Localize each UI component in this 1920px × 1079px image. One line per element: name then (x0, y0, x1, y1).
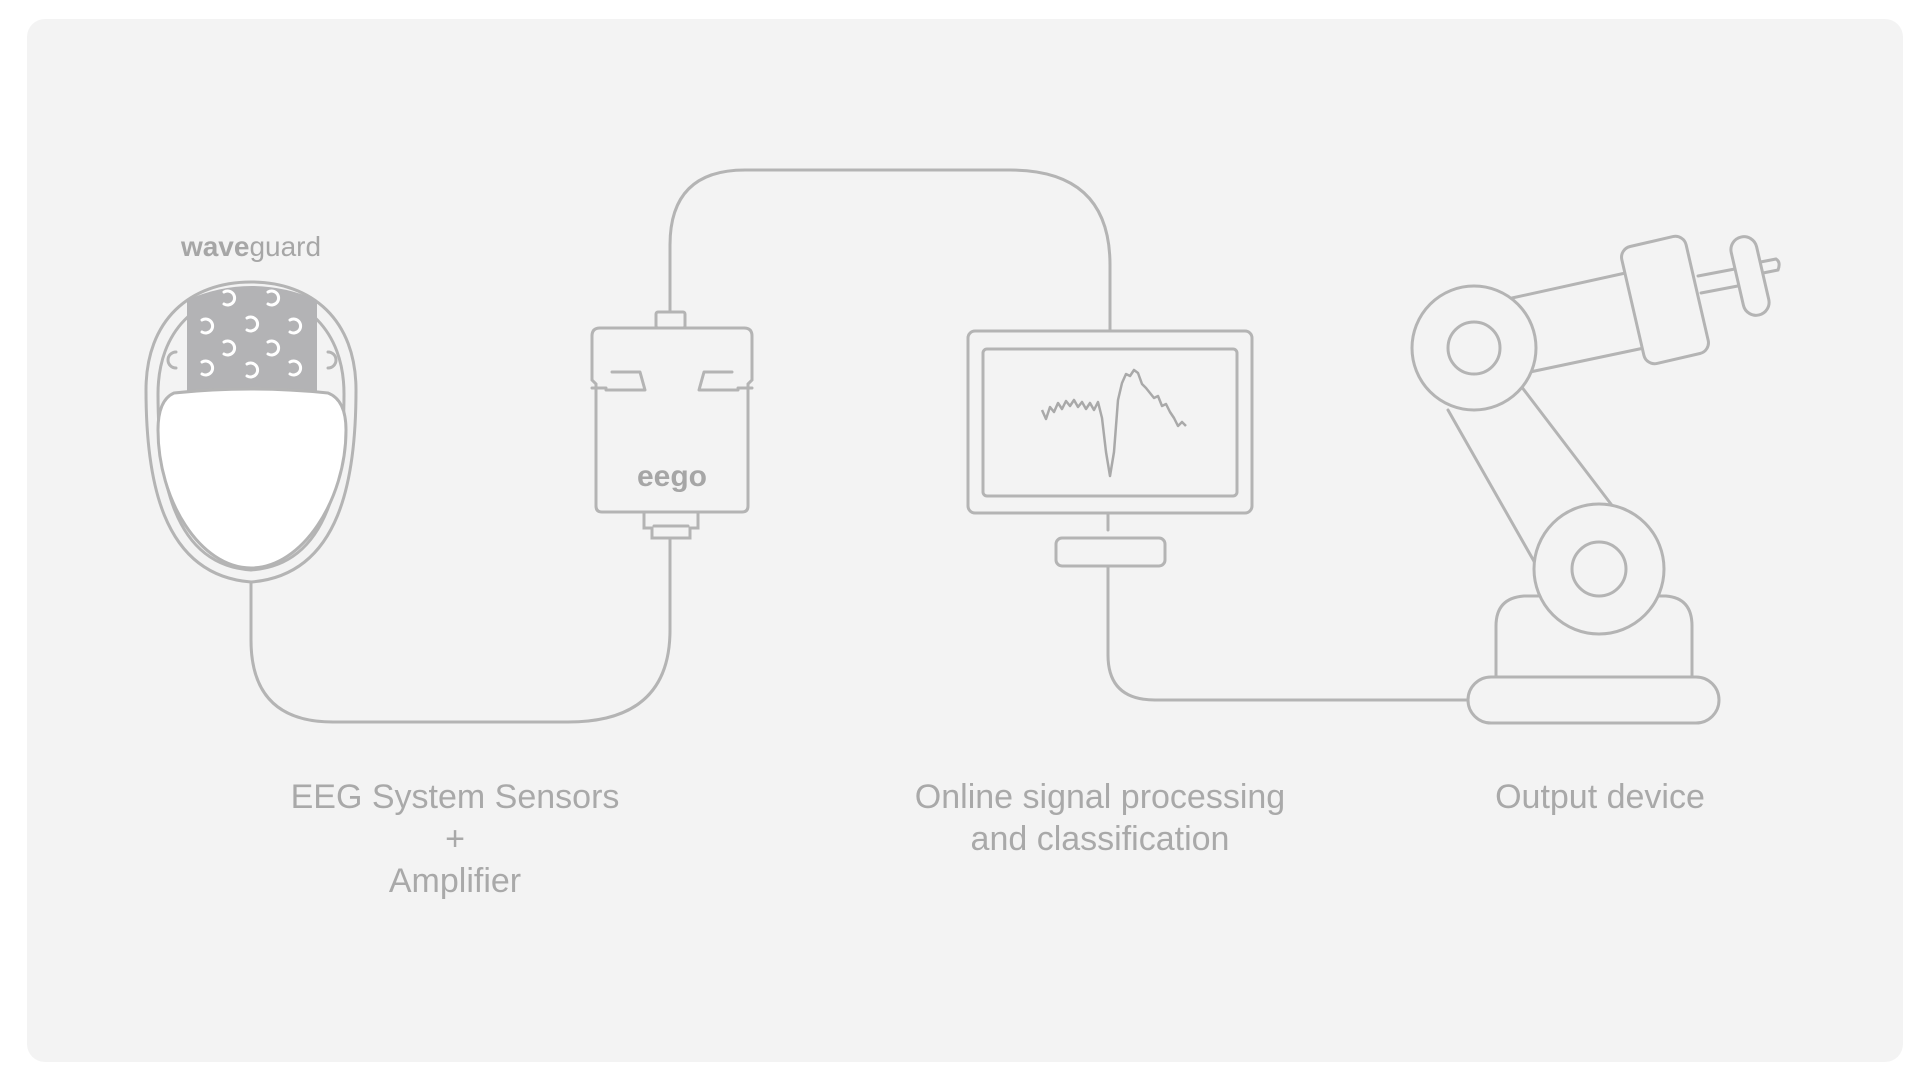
amplifier-icon: eego (590, 310, 754, 540)
monitor-icon (966, 329, 1254, 568)
electrode-right-mark (326, 350, 338, 370)
electrode-left-mark (166, 350, 178, 370)
electrode-marks (200, 289, 303, 379)
robot-gripper (1729, 235, 1771, 317)
robot-upper-arm (1510, 270, 1646, 374)
caption-eeg-system: EEG System Sensors + Amplifier (220, 776, 690, 902)
monitor-screen (981, 347, 1239, 498)
caption-output-line1: Output device (1495, 778, 1705, 816)
caption-output-device: Output device (1440, 776, 1760, 818)
amplifier-top-connector (654, 310, 687, 330)
monitor-stand (1054, 536, 1167, 568)
amplifier-slot-left (604, 370, 647, 392)
robot-arm-icon (1410, 234, 1781, 725)
caption-signal-processing: Online signal processing and classificat… (860, 776, 1340, 860)
cable-amplifier-to-monitor (668, 168, 1112, 333)
caption-processing-line2: and classification (970, 820, 1230, 858)
caption-eeg-line1: EEG System Sensors (290, 778, 620, 816)
face-opening (156, 387, 348, 570)
robot-base (1466, 675, 1721, 725)
caption-eeg-plus: + (445, 820, 465, 858)
robot-wrist-link (1696, 266, 1745, 295)
cable-cap-to-amplifier (249, 536, 672, 724)
electrode-patch (187, 286, 317, 393)
eeg-cap-icon: waveguard (144, 231, 358, 584)
signal-waveform (1040, 368, 1187, 478)
cap-brand-label: waveguard (180, 231, 321, 262)
robot-wrist-block (1620, 234, 1710, 366)
amplifier-slot-right (697, 370, 740, 392)
caption-processing-line1: Online signal processing (914, 778, 1286, 816)
robot-lower-arm (1446, 384, 1616, 565)
caption-eeg-line3: Amplifier (388, 862, 522, 900)
cable-monitor-to-robot (1106, 563, 1470, 702)
amplifier-brand-label: eego (637, 460, 707, 493)
